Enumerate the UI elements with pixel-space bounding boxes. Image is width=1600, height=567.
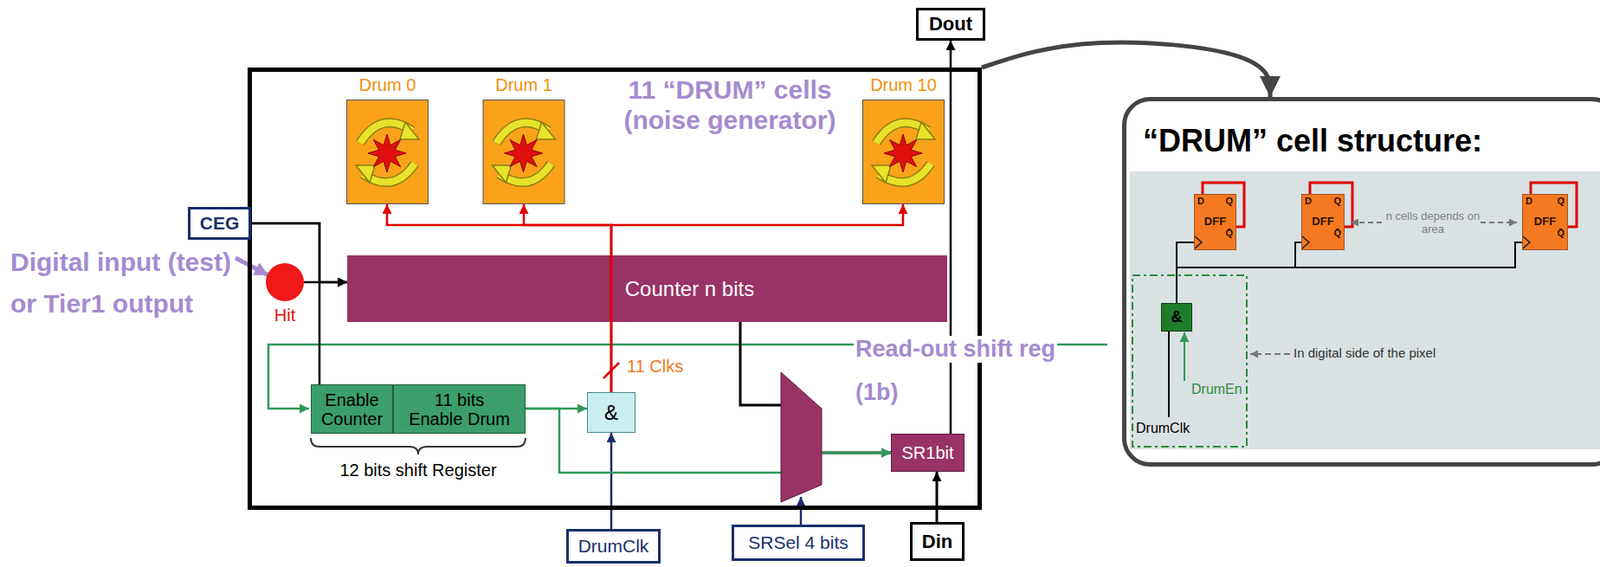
node-label: Hit [255,305,315,326]
flip-flop: D Q DFFQ̄ [1301,193,1345,251]
node-label: Drum 1 [464,75,583,96]
clock-input-wire [1167,331,1170,418]
connector [1176,242,1194,304]
signal-name: DrumEn [1191,382,1243,397]
connector [981,42,1271,97]
pin-label: D [1304,195,1312,207]
shift-register-bit: SR1bit [890,433,965,472]
connector [935,471,939,523]
pin-label: D [1525,195,1533,207]
input-note: Digital input (test) or Tier1 output [10,241,238,325]
connector [949,40,953,434]
pin-label: D [1197,195,1205,207]
and-gate: & [1161,303,1193,332]
clock-symbol [1522,235,1532,250]
node-label: “DRUM” cell structure: [1142,122,1483,160]
counter-block: Counter n bits [347,255,948,323]
drum-cell: Drum 0 [346,99,429,205]
signal-name: DrumClk [1135,421,1190,436]
input-pointer-arrow [235,258,269,276]
pin-label: Q̄ [1556,227,1565,239]
connector [525,408,891,473]
cell-label: DFF [1302,214,1344,228]
connector [611,204,904,393]
register-field: Enable Counter [310,384,394,434]
region-note: In digital side of the pixel [1293,345,1436,361]
callout-panel [1124,99,1600,465]
input-pin-box: Din [909,522,965,562]
leader-line [1250,353,1291,355]
node-label: 11 bits Enable Drum [406,390,514,429]
bus-width-label: 11 Clks [626,356,684,377]
drum-icon [483,100,565,205]
drum-cell: Drum 10 [862,99,945,205]
node-label: 11 “DRUM” cells (noise generator) [597,75,863,136]
connector [523,204,612,393]
pin-label: Q [1225,195,1233,207]
clock-triangle [1194,236,1202,249]
input-pin-box: DrumClk [566,529,661,564]
clock-symbol [1194,235,1204,250]
node-label: Drum 0 [329,75,446,96]
pin-label: Q [1333,195,1342,207]
node-label: Dout [929,12,973,36]
node-label: CEG [200,212,240,234]
block-note: (1b) [853,379,901,407]
and-gate: & [587,392,636,433]
node-label: SRSel 4 bits [748,532,849,554]
drum-icon [863,100,945,205]
pin-label: Q [1556,195,1565,207]
node-label: Din [922,530,953,554]
pin-label: Q̄ [1333,227,1342,239]
node-label: Counter n bits [625,277,755,302]
node-label: & [1171,308,1183,327]
cell-label: DFF [1194,214,1236,228]
node-label: DrumClk [578,535,650,557]
input-pin-box: CEG [187,206,252,240]
clock-symbol [1302,235,1311,250]
input-pin-box: SRSel 4 bits [731,524,865,562]
connector [387,204,612,393]
multiplexer-symbol [780,372,822,503]
node-label: SR1bit [901,443,954,464]
node-label: Enable Counter [315,390,389,429]
select-wire [800,496,803,525]
drum-icon [347,100,429,205]
cell-label: DFF [1522,214,1568,228]
schematic-ground [1129,171,1600,450]
flip-flop: D Q DFFQ̄ [1522,193,1568,251]
pixel-block: Drum 0 Drum 1 Drum 10 Hit Counter n bitsEnab… [247,67,982,510]
node-label: & [604,400,619,426]
dimension-note: n cells depends on area [1385,209,1481,236]
output-pin-box: Dout [916,7,986,41]
clock-triangle [1522,236,1530,249]
connector [610,432,613,530]
connector [303,281,348,284]
connector [1176,242,1302,304]
callout-panel: DQDFFQ̄DQDFFQ̄DQDFFQ̄&“DRUM” cell struct… [1122,96,1600,467]
connector [1176,242,1523,304]
register-field: 11 bits Enable Drum [393,384,526,434]
node-label: Drum 10 [845,75,962,96]
counter-fill [347,255,948,323]
bracket-label: 12 bits shift Register [331,460,505,481]
block-note: Read-out shift reg [853,335,1058,363]
digital-region-box [1132,275,1247,447]
clock-triangle [1302,236,1310,249]
flip-flop: D Q DFFQ̄ [1193,193,1237,251]
hit-circle: Hit [265,263,304,302]
connector [251,223,320,385]
drum-cell: Drum 1 [482,99,566,205]
pin-label: Q̄ [1225,227,1233,239]
enable-input-wire [1183,332,1186,381]
register-bracket [310,438,526,455]
